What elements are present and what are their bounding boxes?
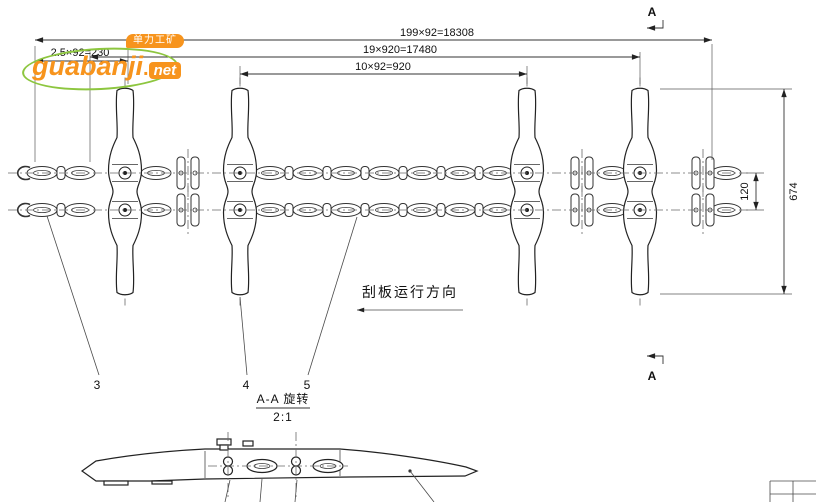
section-mark-top-label: A: [648, 5, 657, 19]
dim-chain-gauge-label: 120: [739, 182, 751, 200]
watermark-brand: guabanji: [32, 51, 144, 81]
watermark: 单力工矿 guabanji.net: [21, 34, 200, 95]
watermark-site-name: guabanji.net: [32, 51, 182, 82]
section-view: [80, 432, 479, 502]
dim-flight-pitch-total-label: 19×920=17480: [363, 44, 437, 56]
section-bolt: [216, 438, 254, 451]
scraper-flight-bar: [622, 76, 658, 307]
item-5-label: 5: [304, 378, 311, 392]
direction-label: 刮板运行方向: [362, 284, 458, 300]
item-callouts: 3 4 5: [46, 215, 358, 392]
dim-flight-length-label: 674: [788, 182, 800, 200]
item-3-label: 3: [94, 378, 101, 392]
watermark-banner: 单力工矿: [126, 34, 184, 48]
section-mark-top: A: [647, 5, 664, 31]
scraper-flight-bars: [107, 76, 658, 307]
scraper-flight-bar: [107, 76, 143, 307]
section-outline: [80, 448, 479, 482]
chain-centerlines: [8, 172, 748, 211]
section-mark-bottom-label: A: [648, 369, 657, 383]
section-leaders: [224, 469, 435, 502]
title-block-corner: [769, 480, 816, 502]
dim-flight-pitch-label: 10×92=920: [355, 61, 411, 73]
section-foot: [103, 480, 129, 486]
section-scale-label: 2:1: [273, 410, 293, 424]
right-dimensions: 120 674: [660, 88, 800, 295]
dim-end-offset-label: 2.5×92=230: [51, 47, 110, 59]
dim-total-label: 199×92=18308: [400, 27, 474, 39]
watermark-dot: .: [143, 58, 149, 80]
scraper-flight-bar: [222, 76, 258, 307]
section-title: A-A 旋转 2:1: [256, 391, 310, 424]
top-dimensions: 199×92=18308 19×920=17480 10×92=920 2.5×…: [34, 27, 713, 162]
section-foot: [151, 480, 173, 485]
section-name-label: A-A 旋转: [257, 391, 310, 406]
item-4-label: 4: [243, 378, 250, 392]
direction-annotation: 刮板运行方向: [357, 284, 463, 313]
watermark-tld: net: [148, 62, 182, 79]
section-mark-bottom: A: [647, 353, 664, 383]
scraper-flight-bar: [509, 76, 545, 307]
